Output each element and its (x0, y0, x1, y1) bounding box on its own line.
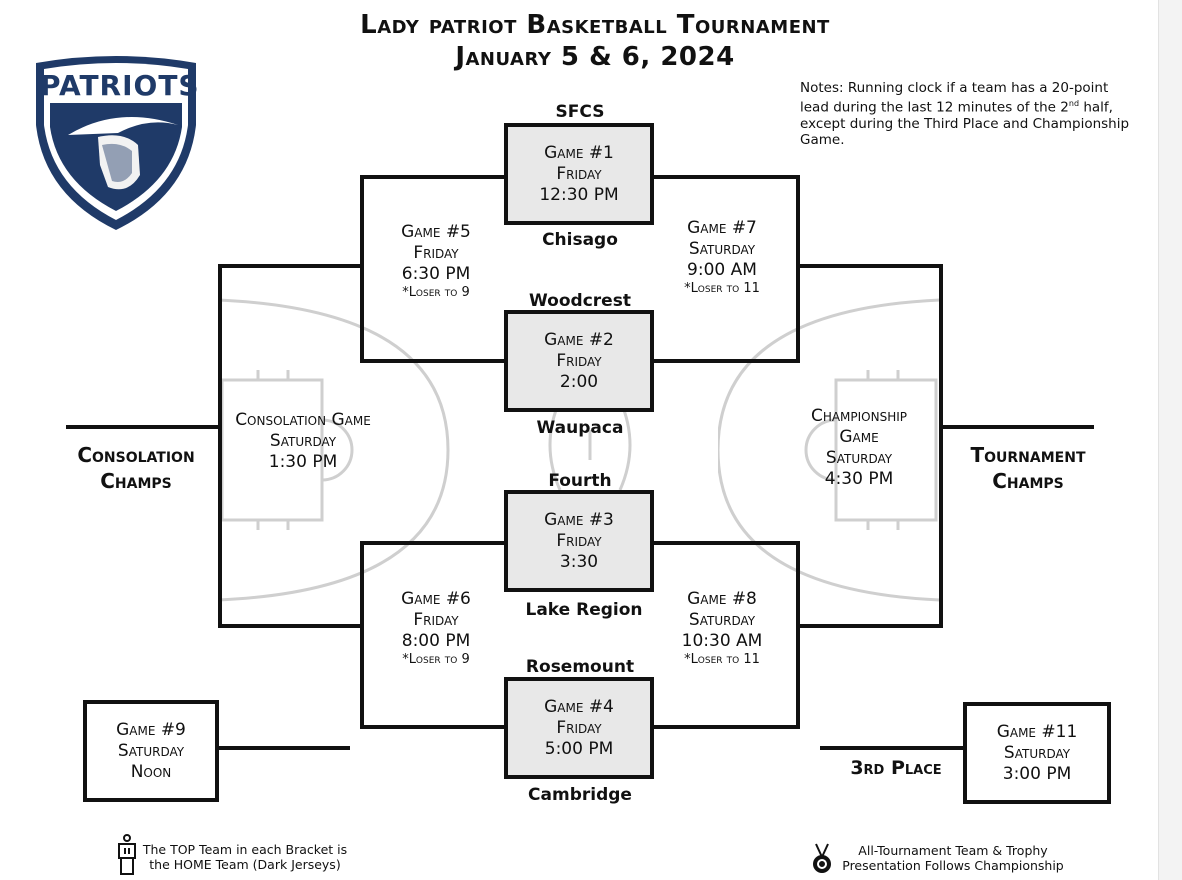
page-dates: January 5 & 6, 2024 (455, 42, 735, 72)
game9-line (218, 746, 350, 750)
team-8: Cambridge (528, 785, 632, 805)
notes-block: Notes: Running clock if a team has a 20-… (800, 80, 1150, 148)
notes-line-4: Game. (800, 131, 845, 148)
tournament-line (940, 425, 1094, 429)
team-4: Waupaca (536, 418, 624, 438)
logo-text: PATRIOTS (40, 69, 200, 102)
third-place-label: 3rd Place (850, 757, 942, 779)
page-title: Lady patriot Basketball Tournament (360, 10, 830, 40)
notes-line-2: lead during the last 12 minutes of the 2… (800, 99, 1113, 116)
medal-icon (813, 843, 831, 873)
bracket-right-outer (796, 264, 943, 628)
team-3: Woodcrest (529, 291, 631, 311)
team-5: Fourth (548, 471, 612, 491)
team-2: Chisago (542, 230, 618, 250)
court-left-decoration (218, 298, 450, 602)
team-7: Rosemount (525, 657, 635, 677)
consolation-line (66, 425, 220, 429)
game11-line (820, 746, 966, 750)
notes-line-1: Notes: Running clock if a team has a 20-… (800, 80, 1109, 96)
page-gutter (1158, 0, 1182, 880)
court-right-decoration (718, 298, 940, 602)
team-1: SFCS (555, 102, 605, 122)
team-6: Lake Region (525, 600, 643, 620)
jersey-icon (118, 834, 136, 875)
bracket-left-outer (218, 264, 364, 628)
notes-line-3: except during the Third Place and Champi… (800, 115, 1130, 132)
patriots-logo: PATRIOTS (28, 55, 204, 235)
